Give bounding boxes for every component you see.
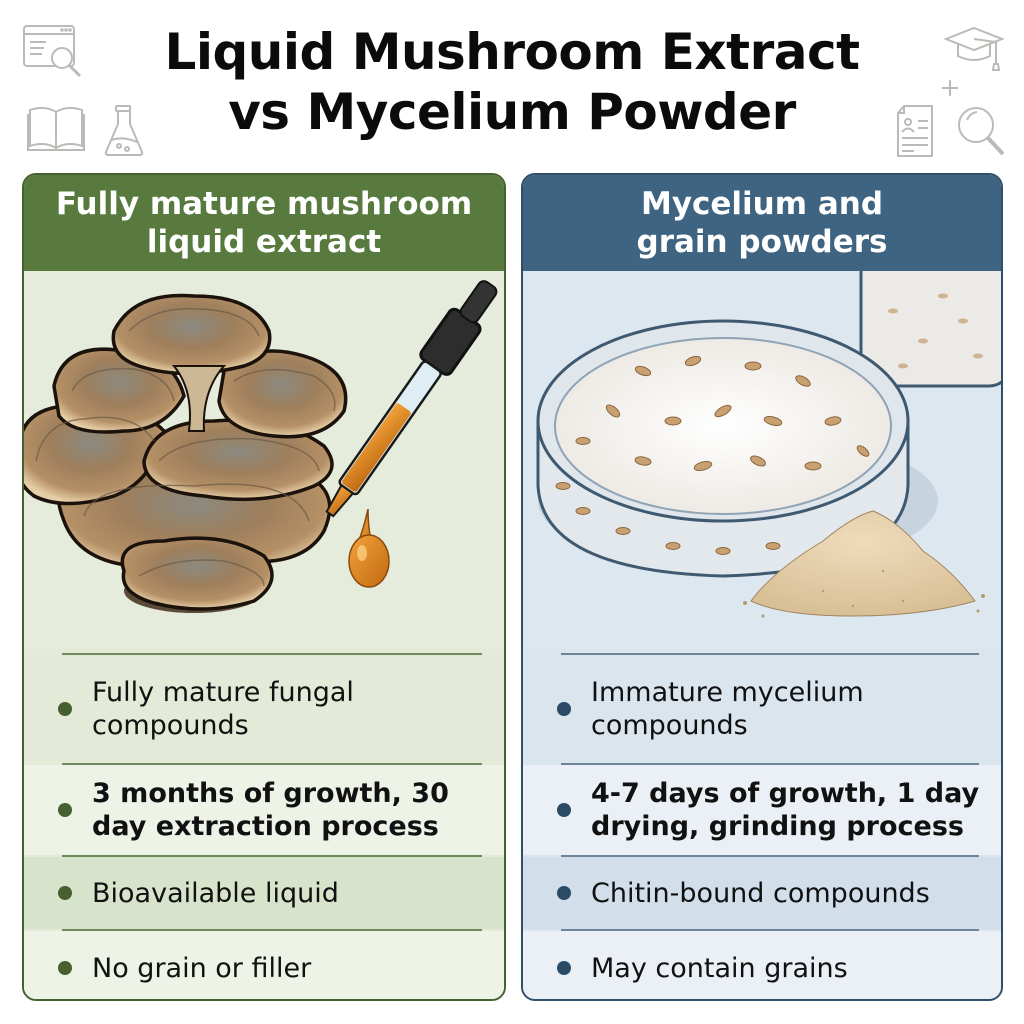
item-text: Chitin-bound compounds [591,877,930,909]
list-item: No grain or filler [24,931,504,999]
item-text: day extraction process [92,811,439,842]
item-text: May contain grains [591,952,848,984]
bullet-icon [58,886,72,900]
liquid-extract-panel: Fully mature mushroom liquid extract [22,173,506,1001]
mycelium-powder-features: Immature mycelium compounds 4-7 days of … [523,653,1001,999]
header-line-1: Fully mature mushroom [55,186,473,222]
graduation-cap-icon [944,26,1006,74]
item-text: compounds [92,710,249,741]
divider [62,929,482,931]
header-line-1: Mycelium and [640,186,884,222]
bullet-icon [557,803,571,817]
divider [62,763,482,765]
magnifier-icon [955,104,1007,158]
divider [561,929,979,931]
divider [62,653,482,655]
list-item: 4-7 days of growth, 1 day drying, grindi… [523,765,1001,855]
item-text: 3 months of growth, 30 [92,778,449,809]
title-line-2: vs Mycelium Powder [228,83,796,141]
page-title: Liquid Mushroom Extract vs Mycelium Powd… [0,22,1024,142]
open-book-icon [26,104,86,152]
turkey-tail-mushroom-icon [24,280,498,613]
bullet-icon [58,702,72,716]
bullet-icon [58,803,72,817]
list-item: May contain grains [523,931,1001,999]
item-text: compounds [591,710,748,741]
divider [561,763,979,765]
list-item: Immature mycelium compounds [523,655,1001,763]
item-text: Fully mature fungal [92,677,354,708]
plus-icon [940,78,960,98]
list-item: Bioavailable liquid [24,857,504,929]
dropper-icon [325,280,498,588]
mycelium-powder-header: Mycelium and grain powders [523,175,1001,271]
title-line-1: Liquid Mushroom Extract [164,23,860,81]
flask-icon [102,104,146,158]
mycelium-powder-panel: Mycelium and grain powders [521,173,1003,1001]
bullet-icon [557,886,571,900]
browser-search-icon [22,24,88,82]
list-item: 3 months of growth, 30 day extraction pr… [24,765,504,855]
resume-document-icon [894,104,936,158]
divider [561,653,979,655]
liquid-extract-header: Fully mature mushroom liquid extract [24,175,504,271]
petri-dish-powder-illustration [523,249,1001,649]
bullet-icon [557,961,571,975]
liquid-extract-features: Fully mature fungal compounds 3 months o… [24,653,504,999]
header-line-2: liquid extract [146,224,382,260]
mushroom-dropper-illustration [24,271,504,649]
header-line-2: grain powders [636,224,888,260]
divider [62,855,482,857]
petri-dish-icon [536,249,1001,618]
item-text: Bioavailable liquid [92,877,339,909]
bullet-icon [58,961,72,975]
bullet-icon [557,702,571,716]
item-text: No grain or filler [92,952,312,984]
list-item: Chitin-bound compounds [523,857,1001,929]
item-text: Immature mycelium [591,677,864,708]
item-text: drying, grinding process [591,811,965,842]
powder-pile-icon [743,510,985,618]
item-text: 4-7 days of growth, 1 day [591,778,980,809]
list-item: Fully mature fungal compounds [24,655,504,763]
divider [561,855,979,857]
